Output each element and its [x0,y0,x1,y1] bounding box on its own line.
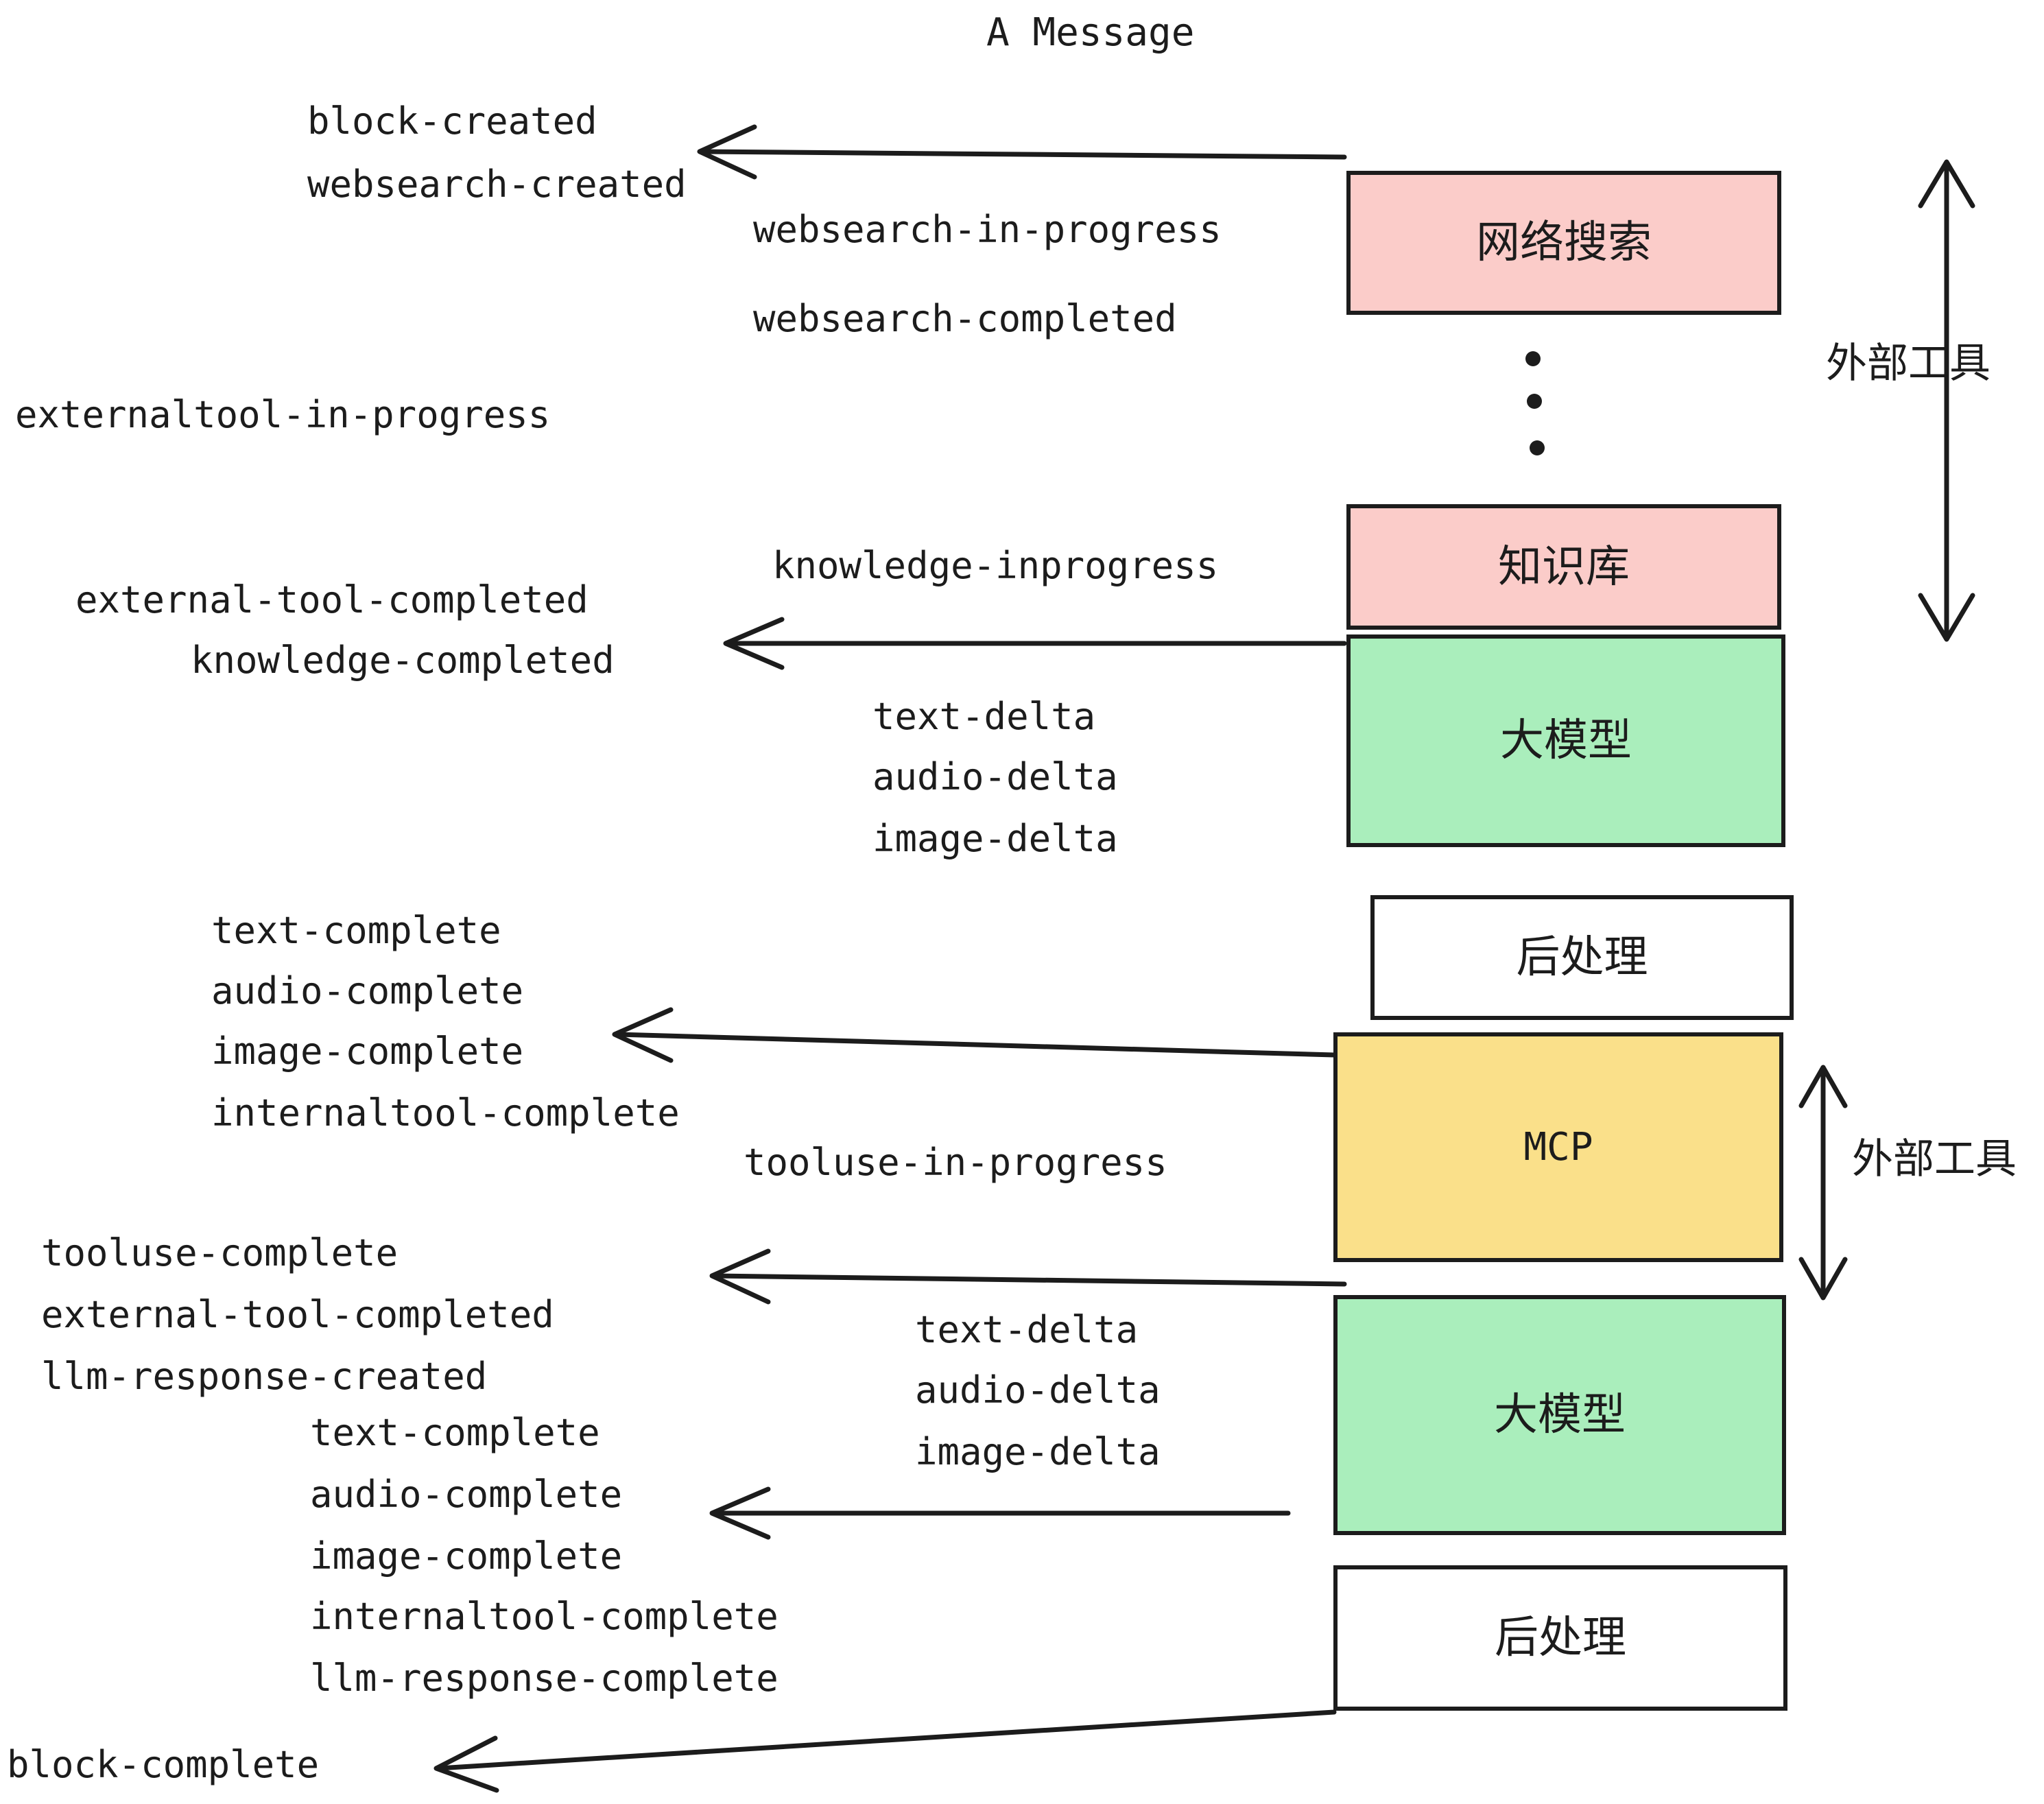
ellipsis-dot-3 [1530,440,1545,455]
arrow-mcp-to-events [712,1273,1347,1287]
ellipsis-dot-1 [1525,351,1541,366]
event-label-block-complete: block-complete [7,1743,320,1786]
event-label-audio-complete-1: audio-complete [211,969,524,1012]
arrowhead-websearch [697,124,757,180]
event-label-internaltool-complete-2: internaltool-complete [310,1595,779,1638]
event-label-image-delta-2: image-delta [915,1430,1161,1473]
diagram-title: A Message [986,10,1195,55]
box-mcp[interactable]: MCP [1333,1032,1783,1262]
arrow-postproc-to-events [615,1032,1337,1058]
label-external-tool-top: 外部工具 [1826,340,1990,388]
arrowhead-up-top [1918,159,1975,209]
ellipsis-dot-2 [1527,394,1542,409]
event-label-llm-response-complete: llm-response-complete [310,1657,779,1700]
arrow-postproc2-to-block-complete [436,1709,1337,1771]
event-label-block-created: block-created [307,99,597,143]
event-label-websearch-created: websearch-created [307,163,687,206]
event-label-audio-delta-2: audio-delta [915,1368,1161,1412]
event-label-tooluse-complete: tooluse-complete [41,1231,399,1274]
box-postprocess-2[interactable]: 后处理 [1333,1565,1787,1711]
event-label-tooluse-in-progress: tooluse-in-progress [744,1141,1167,1184]
box-knowledge[interactable]: 知识库 [1346,504,1781,630]
arrowhead-knowledge [723,617,785,670]
box-llm-2[interactable]: 大模型 [1333,1295,1786,1535]
event-label-external-tool-completed: external-tool-completed [75,578,589,621]
event-label-websearch-in-progress: websearch-in-progress [753,208,1222,251]
event-label-text-complete-1: text-complete [211,909,501,952]
arrowhead-down-bottom [1798,1257,1848,1301]
event-label-knowledge-completed: knowledge-completed [191,639,615,682]
event-label-image-complete-1: image-complete [211,1030,524,1073]
event-label-text-delta-1: text-delta [872,695,1096,738]
arrowhead-up-bottom [1798,1065,1848,1108]
event-label-internaltool-complete-1: internaltool-complete [211,1091,680,1135]
arrowhead-llm2 [709,1486,771,1540]
event-label-text-complete-2: text-complete [310,1411,600,1454]
arrowhead-block-complete [433,1735,499,1793]
arrowhead-down-top [1918,593,1975,642]
box-websearch[interactable]: 网络搜索 [1346,171,1781,315]
box-postprocess-1[interactable]: 后处理 [1370,895,1794,1020]
event-label-audio-complete-2: audio-complete [310,1473,623,1516]
event-label-external-tool-completed-2: external-tool-completed [41,1293,554,1336]
event-label-knowledge-inprogress: knowledge-inprogress [772,544,1219,587]
box-llm-1[interactable]: 大模型 [1346,634,1785,847]
arrow-websearch-to-events [698,149,1347,160]
label-external-tool-bottom: 外部工具 [1852,1135,2017,1183]
event-label-image-complete-2: image-complete [310,1534,623,1578]
event-label-image-delta-1: image-delta [872,817,1118,860]
event-label-text-delta-2: text-delta [915,1308,1139,1351]
event-label-llm-response-created: llm-response-created [41,1355,488,1398]
event-label-externaltool-in-progress: externaltool-in-progress [15,393,551,436]
arrowhead-postproc [612,1007,674,1063]
event-label-audio-delta-1: audio-delta [872,755,1118,798]
event-label-websearch-completed: websearch-completed [753,297,1177,340]
arrowhead-mcp [709,1248,771,1305]
